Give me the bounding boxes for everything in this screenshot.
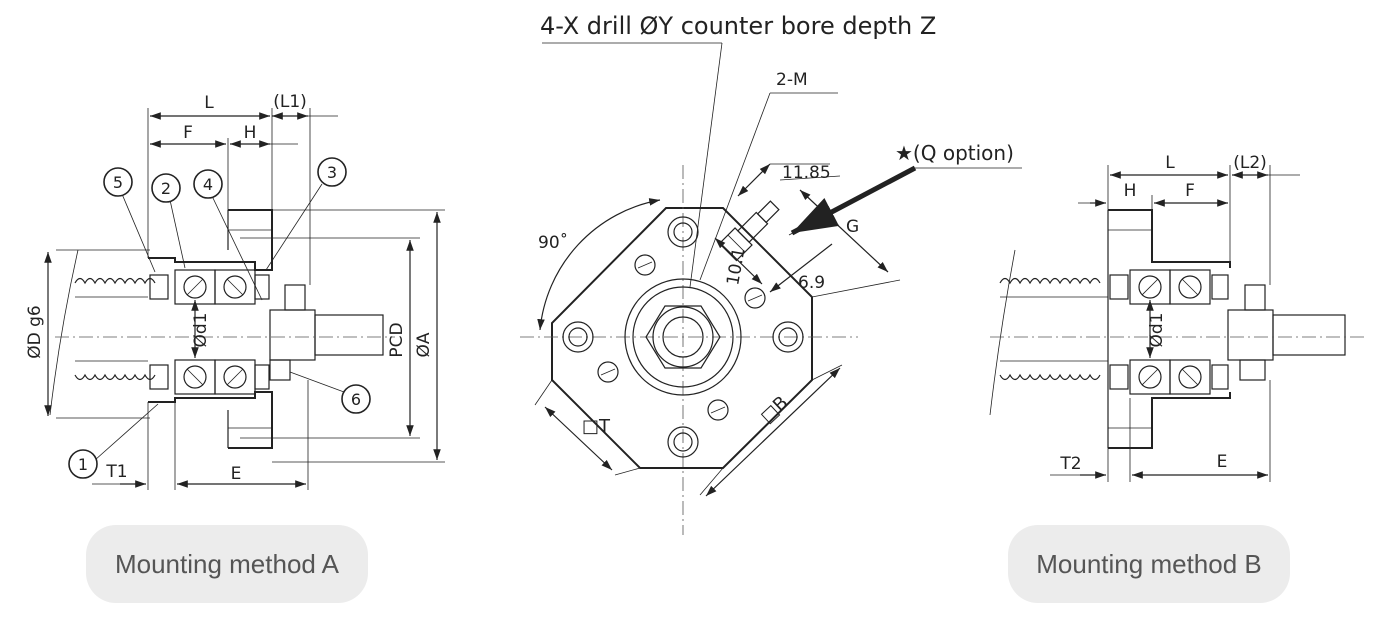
drill-callout: 4-X drill ØY counter bore depth Z [540, 12, 936, 40]
angle-90: 90˚ [538, 232, 568, 253]
dim-l-left: L [204, 93, 214, 113]
balloon-2: 2 [161, 179, 171, 198]
dim-l1: (L1) [273, 92, 307, 112]
q-option-callout: ★(Q option) [895, 141, 1014, 165]
left-balloons: 5 2 4 3 1 6 [68, 157, 371, 479]
mounting-method-b-drawing [989, 165, 1365, 482]
balloon-5: 5 [113, 173, 123, 192]
front-view-labels: 4-X drill ØY counter bore depth Z 2-M ★(… [538, 12, 1014, 437]
dim-t2: T2 [1059, 454, 1081, 474]
front-view-drawing [520, 42, 1022, 535]
thread-callout: 2-M [776, 70, 808, 90]
dim-od1-left: Ød1 [191, 313, 211, 348]
dim-h-right: H [1124, 181, 1137, 201]
dim-square-b: □B [757, 392, 793, 427]
dim-11-85: 11.85 [782, 163, 831, 183]
dim-f-left: F [183, 123, 193, 143]
right-dimension-labels: L (L2) H F Ød1 T2 E [1059, 153, 1266, 474]
dim-e-right: E [1217, 452, 1228, 472]
dim-f-right: F [1185, 181, 1195, 201]
dim-od1-right: Ød1 [1147, 313, 1167, 348]
caption-a-text: Mounting method A [114, 548, 340, 579]
balloon-6: 6 [351, 390, 361, 409]
dim-h-left: H [244, 123, 257, 143]
dim-l-right: L [1165, 153, 1175, 173]
dim-l2: (L2) [1233, 153, 1267, 173]
dim-pcd: PCD [387, 322, 407, 357]
dim-oa: ØA [414, 332, 434, 357]
balloon-4: 4 [203, 175, 213, 194]
balloon-3: 3 [327, 163, 337, 182]
caption-b-text: Mounting method B [1036, 548, 1262, 579]
dim-6-9: 6.9 [798, 273, 825, 293]
dim-t1: T1 [105, 462, 127, 482]
dim-square-t: □T [582, 416, 611, 437]
left-dimension-labels: L (L1) F H ØD g6 Ød1 PCD ØA T1 E [25, 92, 434, 484]
dim-od-g6: ØD g6 [25, 305, 45, 358]
caption-mounting-method-a: Mounting method A [86, 525, 368, 603]
mounting-method-a-drawing [44, 108, 445, 490]
dim-g: G [846, 217, 859, 237]
dim-10-1: 10.1 [723, 246, 749, 287]
balloon-1: 1 [78, 455, 88, 474]
dim-e-left: E [231, 464, 242, 484]
caption-mounting-method-b: Mounting method B [1008, 525, 1290, 603]
